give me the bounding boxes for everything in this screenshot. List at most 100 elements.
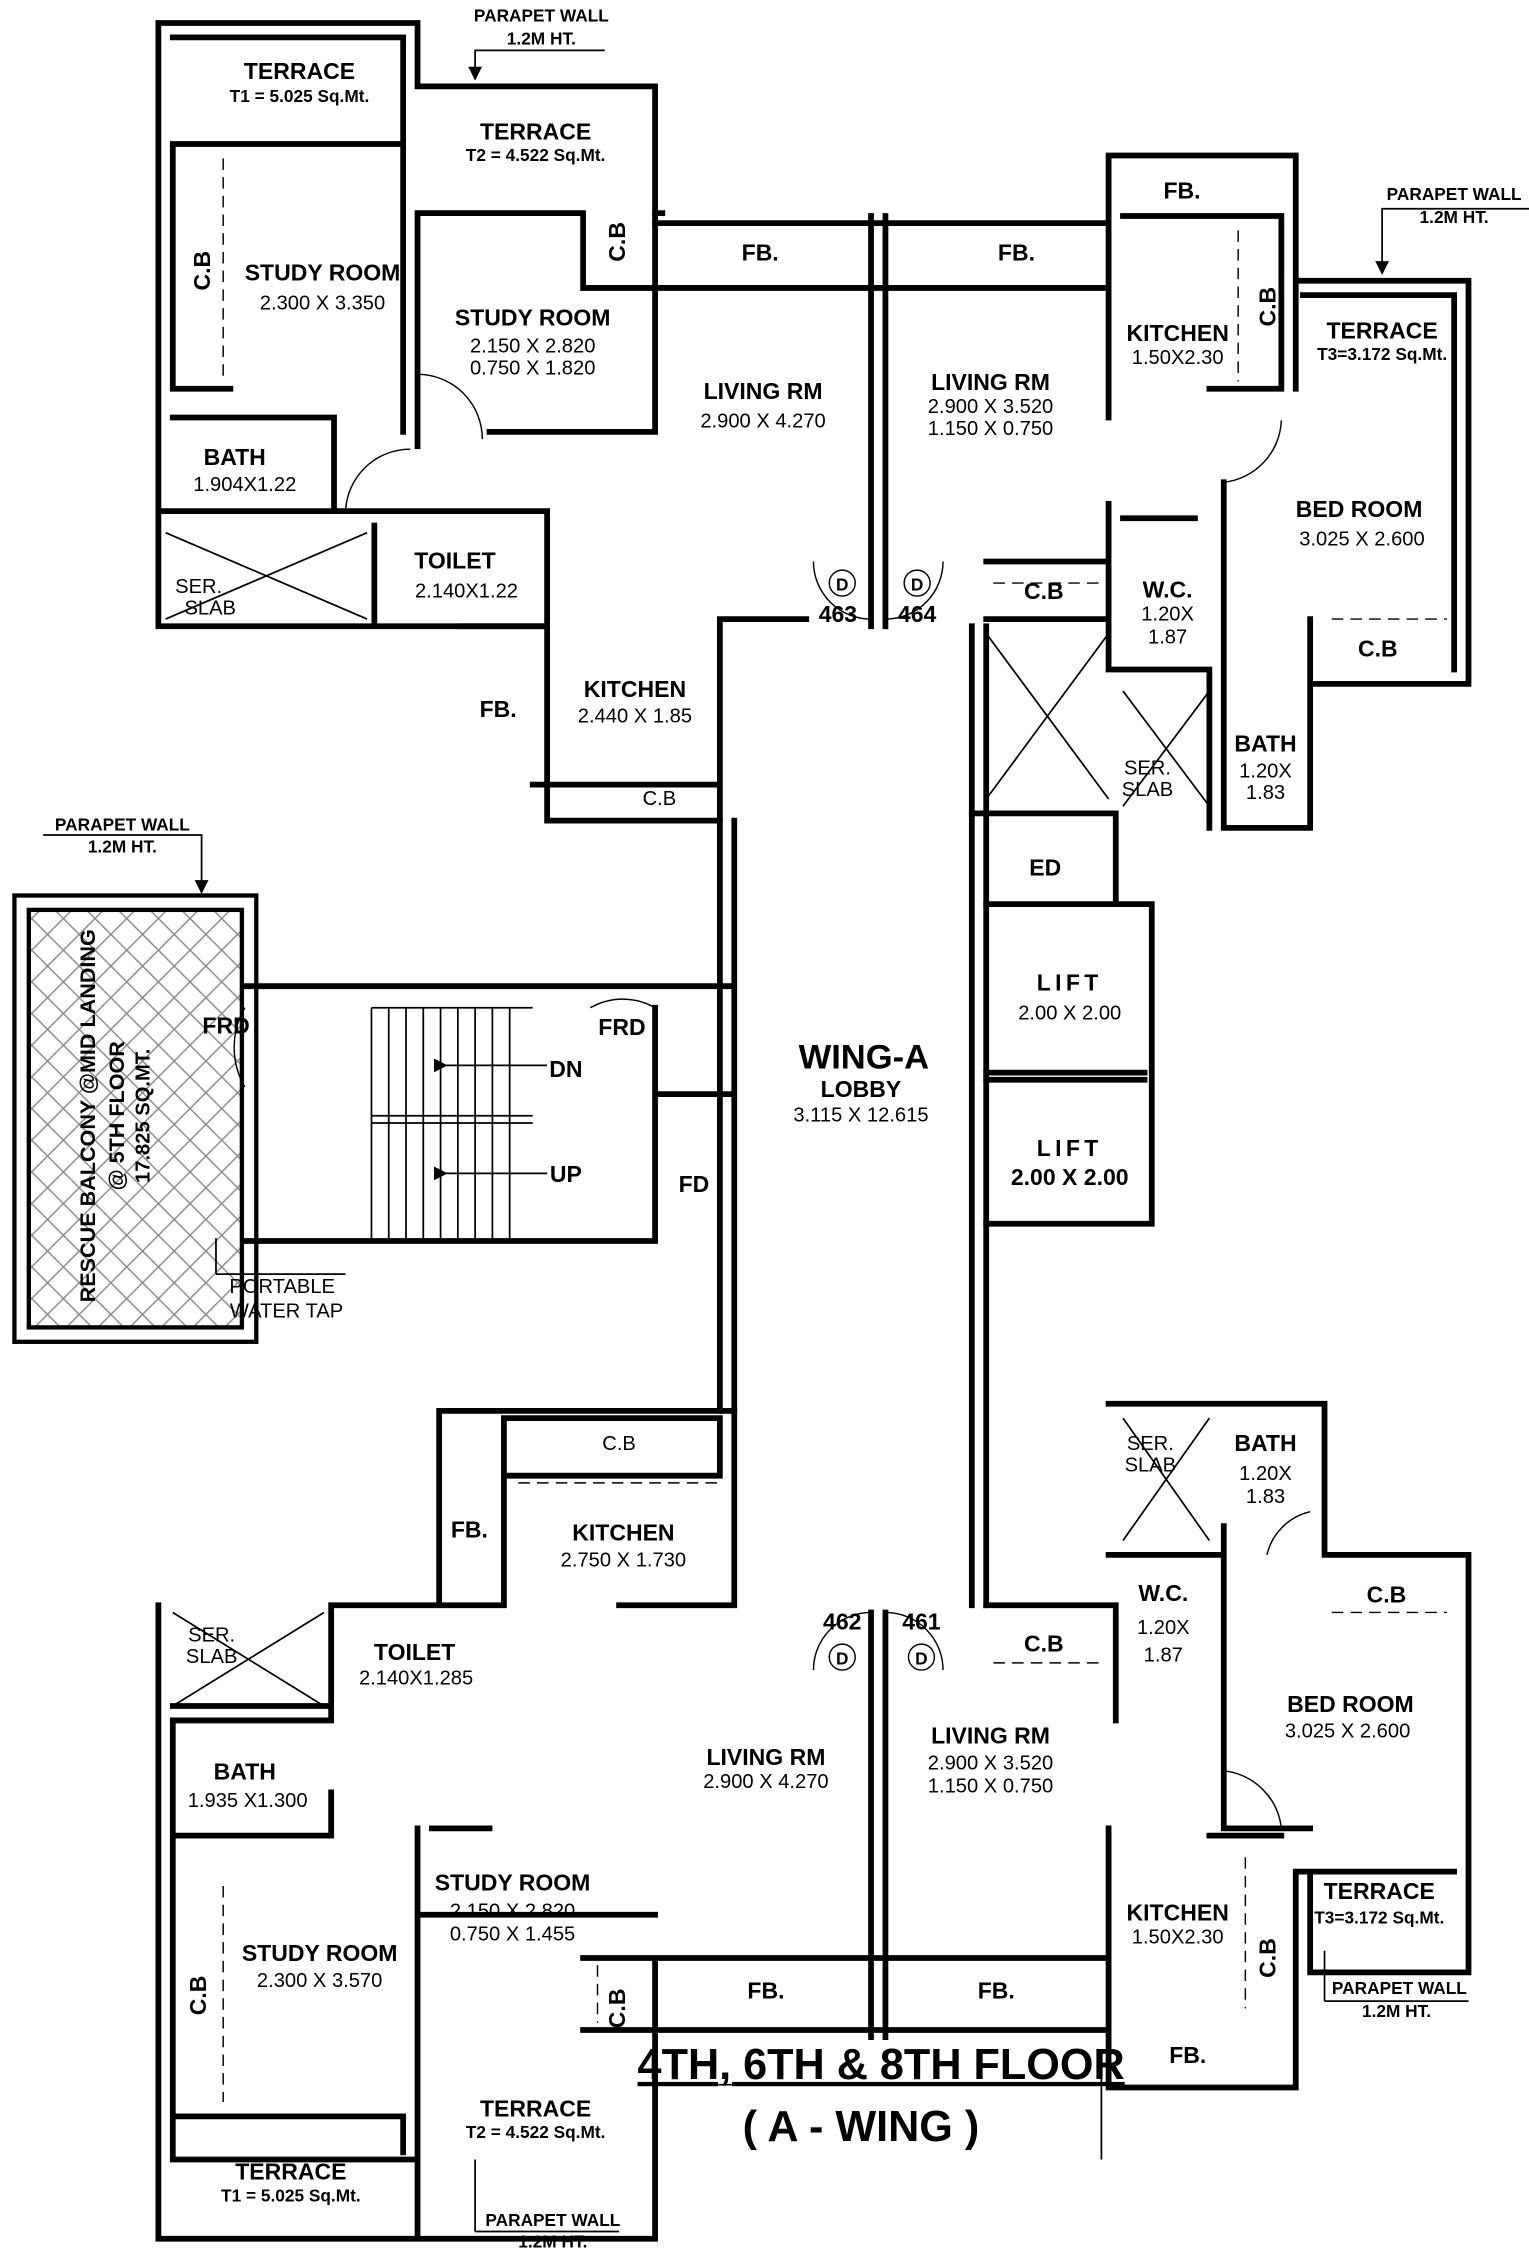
room-name: LIVING RM xyxy=(706,1744,825,1770)
room-dim: 2.440 X 1.85 xyxy=(578,706,692,728)
room-name: BED ROOM xyxy=(1287,1691,1414,1717)
room-dim: 1.20X xyxy=(1239,1463,1292,1485)
room-name: TERRACE xyxy=(480,119,591,145)
room-name: LIVING RM xyxy=(704,378,823,404)
room-name: W.C. xyxy=(1138,1580,1188,1606)
room-dim: 1.150 X 0.750 xyxy=(928,418,1053,440)
ser-slab-label: SER. xyxy=(1124,758,1171,780)
room-dim: 2.300 X 3.570 xyxy=(257,1970,382,1992)
door-tag: D xyxy=(836,1648,848,1668)
room-dim: 2.900 X 4.270 xyxy=(700,411,825,433)
fb-label: FB. xyxy=(1163,178,1200,204)
room-dim: 2.150 X 2.820 xyxy=(470,336,595,358)
fb-label: FB. xyxy=(998,240,1035,266)
room-name: LIVING RM xyxy=(931,1722,1050,1748)
lobby-dim: 3.115 X 12.615 xyxy=(793,1105,928,1127)
rescue-balcony-label: RESCUE BALCONY @MID LANDING xyxy=(75,929,100,1302)
room-dim: 1.904X1.22 xyxy=(193,474,296,496)
room-dim: 2.750 X 1.730 xyxy=(561,1549,686,1571)
cb-label: C.B xyxy=(604,222,630,262)
room-dim: 1.20X xyxy=(1141,604,1194,626)
fb-label: FB. xyxy=(978,1977,1015,2003)
ser-slab-label: SLAB xyxy=(1125,1454,1177,1476)
stair-down-label: DN xyxy=(549,1056,582,1082)
rescue-balcony-floor: @ 5TH FLOOR xyxy=(104,1041,129,1191)
room-dim: 1.50X2.30 xyxy=(1132,1927,1224,1949)
room-name: TERRACE xyxy=(235,2159,346,2185)
door-tag: D xyxy=(836,574,848,594)
parapet-height: 1.2M HT. xyxy=(88,836,157,856)
parapet-label: PARAPET WALL xyxy=(1387,184,1522,204)
walls xyxy=(12,20,1472,2242)
fb-label: FB. xyxy=(480,696,517,722)
room-area: T3=3.172 Sq.Mt. xyxy=(1317,344,1447,364)
room-name: TERRACE xyxy=(1327,317,1438,343)
cb-label: C.B xyxy=(602,1433,636,1455)
cb-label: C.B xyxy=(1255,287,1281,327)
cb-label: C.B xyxy=(1024,578,1064,604)
lift-label: LIFT xyxy=(1037,970,1103,996)
fb-label: FB. xyxy=(747,1977,784,2003)
room-dim: 2.900 X 3.520 xyxy=(928,1752,1053,1774)
fd-label: FD xyxy=(679,1171,710,1197)
parapet-height: 1.2M HT. xyxy=(1420,207,1489,227)
room-name: TERRACE xyxy=(244,58,355,84)
lift-label: LIFT xyxy=(1037,1135,1103,1161)
room-name: TERRACE xyxy=(1324,1878,1435,1904)
room-name: BATH xyxy=(214,1758,276,1784)
drawing-subtitle: ( A - WING ) xyxy=(743,2103,980,2151)
door-number: 461 xyxy=(902,1609,941,1635)
parapet-height: 1.2M HT. xyxy=(518,2231,587,2251)
room-dim: 2.300 X 3.350 xyxy=(260,293,385,315)
ser-slab-label: SLAB xyxy=(186,1646,238,1668)
room-name: TOILET xyxy=(374,1639,455,1665)
room-name: KITCHEN xyxy=(1127,320,1229,346)
cb-label: C.B xyxy=(1024,1630,1064,1656)
room-dim: 1.935 X1.300 xyxy=(188,1790,308,1812)
cb-label: C.B xyxy=(1367,1581,1407,1607)
room-name: TOILET xyxy=(414,548,495,574)
room-name: TERRACE xyxy=(480,2095,591,2121)
room-dim: 1.87 xyxy=(1148,627,1187,649)
room-area: T2 = 4.522 Sq.Mt. xyxy=(466,2122,606,2142)
ser-slab-label: SER. xyxy=(188,1624,235,1646)
lobby-title: WING-A xyxy=(799,1038,930,1076)
parapet-label: PARAPET WALL xyxy=(485,2210,620,2230)
ser-slab-label: SER. xyxy=(175,576,222,598)
room-dim: 3.025 X 2.600 xyxy=(1299,529,1424,551)
room-dim: 2.140X1.22 xyxy=(415,580,518,602)
ed-label: ED xyxy=(1029,854,1061,880)
room-name: STUDY ROOM xyxy=(435,1869,591,1895)
room-dim: 1.20X xyxy=(1137,1617,1190,1639)
room-dim: 0.750 X 1.820 xyxy=(470,357,595,379)
room-name: BED ROOM xyxy=(1296,496,1423,522)
frd-label: FRD xyxy=(598,1014,645,1040)
lift-dim: 2.00 X 2.00 xyxy=(1011,1164,1129,1190)
room-name: STUDY ROOM xyxy=(455,304,611,330)
room-name: W.C. xyxy=(1143,576,1193,602)
parapet-height: 1.2M HT. xyxy=(1362,2001,1431,2021)
room-dim: 0.750 X 1.455 xyxy=(450,1924,575,1946)
room-name: BATH xyxy=(204,444,266,470)
cb-label: C.B xyxy=(1255,1938,1281,1978)
door-number: 462 xyxy=(823,1609,861,1635)
room-dim: 1.83 xyxy=(1246,782,1285,804)
cb-label: C.B xyxy=(604,1989,630,2029)
room-dim: 3.025 X 2.600 xyxy=(1285,1721,1410,1743)
room-name: KITCHEN xyxy=(572,1519,674,1545)
rescue-balcony-area: 17.825 SQ.MT. xyxy=(133,1049,155,1183)
thin-lines xyxy=(43,49,1529,2233)
door-tag: D xyxy=(911,574,923,594)
room-dim: 1.20X xyxy=(1239,760,1292,782)
cb-label: C.B xyxy=(643,788,677,810)
door-number: 464 xyxy=(898,601,937,627)
room-dim: 1.87 xyxy=(1144,1644,1183,1666)
room-dim: 2.900 X 4.270 xyxy=(703,1771,828,1793)
ser-slab-label: SER. xyxy=(1127,1433,1174,1455)
parapet-label: PARAPET WALL xyxy=(1332,1978,1467,1998)
door-tag: D xyxy=(915,1648,927,1668)
room-name: BATH xyxy=(1234,1430,1296,1456)
parapet-label: PARAPET WALL xyxy=(55,815,190,835)
room-area: T1 = 5.025 Sq.Mt. xyxy=(230,86,370,106)
cb-label: C.B xyxy=(1358,636,1398,662)
